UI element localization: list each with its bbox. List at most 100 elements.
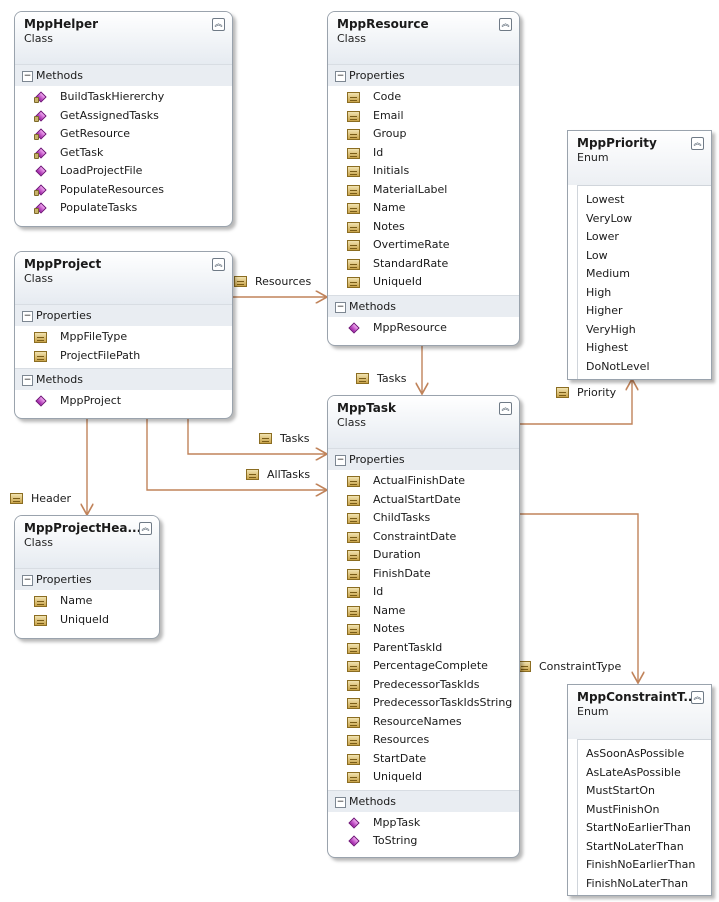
properties-section-header[interactable]: −Properties [15, 304, 232, 326]
collapse-chevron-icon[interactable]: ︽ [499, 18, 512, 31]
property-icon [347, 587, 360, 598]
method-icon [347, 323, 360, 334]
method-row[interactable]: GetResource [15, 125, 232, 144]
collapse-minus-icon[interactable]: − [335, 796, 346, 808]
collapse-chevron-icon[interactable]: ︽ [139, 522, 152, 535]
method-row[interactable]: GetAssignedTasks [15, 107, 232, 126]
property-row[interactable]: Resources [328, 731, 519, 750]
property-row[interactable]: UniqueId [328, 273, 519, 292]
property-row[interactable]: Duration [328, 546, 519, 565]
method-row[interactable]: MppTask [328, 814, 519, 833]
collapse-minus-icon[interactable]: − [22, 311, 33, 322]
properties-section-header[interactable]: −Properties [328, 448, 519, 470]
enum-value[interactable]: Lower [586, 230, 619, 243]
property-row[interactable]: Initials [328, 162, 519, 181]
enum-value[interactable]: VeryHigh [586, 322, 636, 336]
property-row[interactable]: ResourceNames [328, 713, 519, 732]
methods-section-header[interactable]: −Methods [15, 368, 232, 390]
properties-section-header[interactable]: −Properties [15, 568, 159, 590]
collapse-minus-icon[interactable]: − [335, 301, 346, 313]
property-row[interactable]: Id [328, 144, 519, 163]
enum-value[interactable]: Higher [586, 304, 623, 317]
property-row[interactable]: Code [328, 88, 519, 107]
collapse-minus-icon[interactable]: − [335, 455, 346, 466]
property-row[interactable]: UniqueId [328, 768, 519, 787]
property-icon [347, 698, 360, 709]
property-row[interactable]: Notes [328, 620, 519, 639]
class-box-mppprojectheader[interactable]: MppProjectHea... Class ︽ −Properties Nam… [14, 515, 160, 639]
methods-section-header[interactable]: −Methods [328, 789, 519, 812]
method-row[interactable]: PopulateTasks [15, 199, 232, 218]
property-row[interactable]: MppFileType [15, 328, 232, 347]
method-row[interactable]: ToString [328, 832, 519, 851]
property-row[interactable]: StartDate [328, 750, 519, 769]
collapse-chevron-icon[interactable]: ︽ [691, 691, 704, 704]
enum-value[interactable]: StartNoLaterThan [586, 839, 684, 853]
method-row[interactable]: PopulateResources [15, 181, 232, 200]
property-row[interactable]: PredecessorTaskIdsString [328, 694, 519, 713]
enum-value[interactable]: AsLateAsPossible [586, 765, 681, 779]
collapse-chevron-icon[interactable]: ︽ [212, 18, 225, 31]
property-row[interactable]: Group [328, 125, 519, 144]
enum-value[interactable]: FinishNoEarlierThan [586, 858, 696, 871]
property-row[interactable]: ChildTasks [328, 509, 519, 528]
property-row[interactable]: Id [328, 583, 519, 602]
line-task-priority [519, 379, 632, 425]
property-row[interactable]: Name [328, 199, 519, 218]
methods-section-header[interactable]: −Methods [15, 64, 232, 86]
property-row[interactable]: ParentTaskId [328, 639, 519, 658]
property-row[interactable]: ConstraintDate [328, 528, 519, 547]
line-project-tasks [187, 418, 327, 454]
property-icon [347, 92, 360, 103]
property-icon [347, 129, 360, 140]
enum-value[interactable]: VeryLow [586, 211, 633, 225]
enum-value[interactable]: Medium [586, 267, 630, 280]
class-box-mpphelper[interactable]: MppHelper Class ︽ −Methods BuildTaskHier… [14, 11, 233, 227]
collapse-minus-icon[interactable]: − [22, 375, 33, 386]
property-row[interactable]: StandardRate [328, 255, 519, 274]
collapse-chevron-icon[interactable]: ︽ [212, 258, 225, 271]
property-row[interactable]: UniqueId [15, 611, 159, 630]
enum-value[interactable]: MustStartOn [586, 784, 656, 797]
collapse-chevron-icon[interactable]: ︽ [499, 402, 512, 415]
enum-value[interactable]: AsSoonAsPossible [586, 747, 685, 760]
method-row[interactable]: BuildTaskHiererchy [15, 88, 232, 107]
enum-box-mpppriority[interactable]: MppPriority Enum ︽ Lowest VeryLow Lower … [567, 130, 712, 380]
enum-value[interactable]: DoNotLevel [586, 359, 650, 373]
methods-section-header[interactable]: −Methods [328, 294, 519, 317]
class-box-mpptask[interactable]: MppTask Class ︽ −Properties ActualFinish… [327, 395, 520, 858]
enum-box-mppconstrainttype[interactable]: MppConstraintT... Enum ︽ AsSoonAsPossibl… [567, 684, 712, 896]
property-row[interactable]: OvertimeRate [328, 236, 519, 255]
collapse-chevron-icon[interactable]: ︽ [691, 137, 704, 150]
property-row[interactable]: ProjectFilePath [15, 347, 232, 366]
collapse-minus-icon[interactable]: − [22, 575, 33, 586]
enum-value[interactable]: StartNoEarlierThan [586, 821, 691, 834]
enum-value[interactable]: Low [586, 248, 608, 262]
collapse-minus-icon[interactable]: − [22, 71, 33, 82]
property-row[interactable]: PredecessorTaskIds [328, 676, 519, 695]
property-row[interactable]: ActualStartDate [328, 491, 519, 510]
property-row[interactable]: Name [328, 602, 519, 621]
method-row[interactable]: MppProject [15, 392, 232, 411]
property-row[interactable]: Email [328, 107, 519, 126]
property-row[interactable]: MaterialLabel [328, 181, 519, 200]
enum-value[interactable]: FinishNoLaterThan [586, 876, 689, 890]
enum-name: MppPriority [577, 136, 657, 150]
property-row[interactable]: PercentageComplete [328, 657, 519, 676]
method-row[interactable]: GetTask [15, 144, 232, 163]
properties-section-header[interactable]: −Properties [328, 64, 519, 86]
enum-value[interactable]: Lowest [586, 193, 625, 206]
class-box-mppresource[interactable]: MppResource Class ︽ −Properties Code Ema… [327, 11, 520, 346]
enum-value[interactable]: MustFinishOn [586, 802, 660, 816]
method-row[interactable]: LoadProjectFile [15, 162, 232, 181]
property-row[interactable]: Name [15, 592, 159, 611]
property-row[interactable]: ActualFinishDate [328, 472, 519, 491]
property-row[interactable]: Notes [328, 218, 519, 237]
enum-value[interactable]: Highest [586, 341, 629, 354]
property-row[interactable]: FinishDate [328, 565, 519, 584]
collapse-minus-icon[interactable]: − [335, 71, 346, 82]
method-row[interactable]: MppResource [328, 319, 519, 338]
enum-value[interactable]: High [586, 285, 612, 299]
class-box-mppproject[interactable]: MppProject Class ︽ −Properties MppFileTy… [14, 251, 233, 419]
